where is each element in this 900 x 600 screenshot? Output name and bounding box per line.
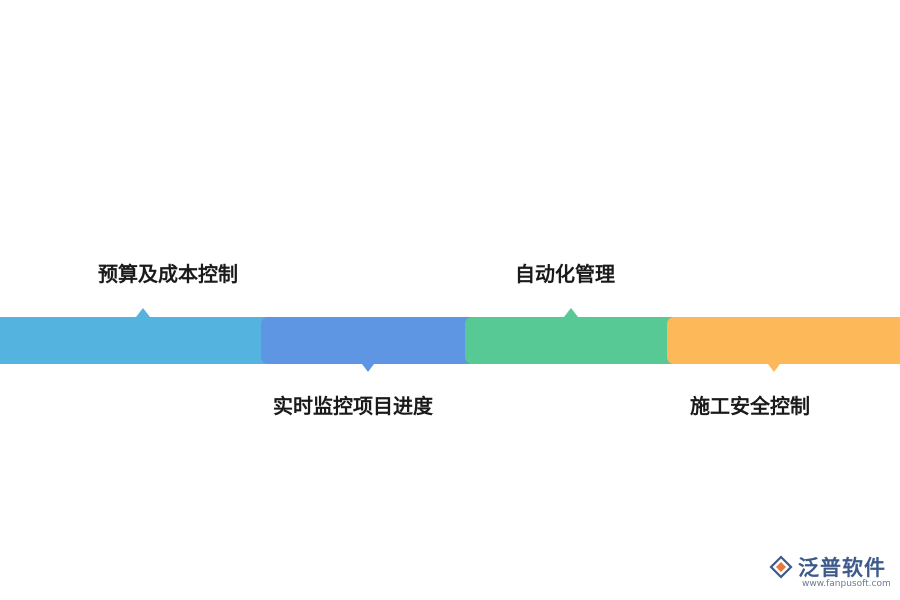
step-label-automation: 自动化管理 xyxy=(515,262,615,286)
brand-url: www.fanpusoft.com xyxy=(802,579,891,589)
notch-up-icon xyxy=(136,308,150,317)
brand-logo-icon xyxy=(769,555,793,579)
notch-down-icon xyxy=(768,364,780,372)
timeline-segment-3 xyxy=(465,317,681,364)
step-label-budget-cost: 预算及成本控制 xyxy=(98,262,238,286)
timeline-segment-2 xyxy=(261,317,481,364)
notch-up-icon xyxy=(564,308,578,317)
step-label-progress: 实时监控项目进度 xyxy=(273,394,433,418)
notch-down-icon xyxy=(362,364,374,372)
step-label-safety: 施工安全控制 xyxy=(690,394,810,418)
timeline-segment-1 xyxy=(0,317,275,364)
brand-name: 泛普软件 xyxy=(798,556,886,580)
timeline-segment-4 xyxy=(667,317,900,364)
